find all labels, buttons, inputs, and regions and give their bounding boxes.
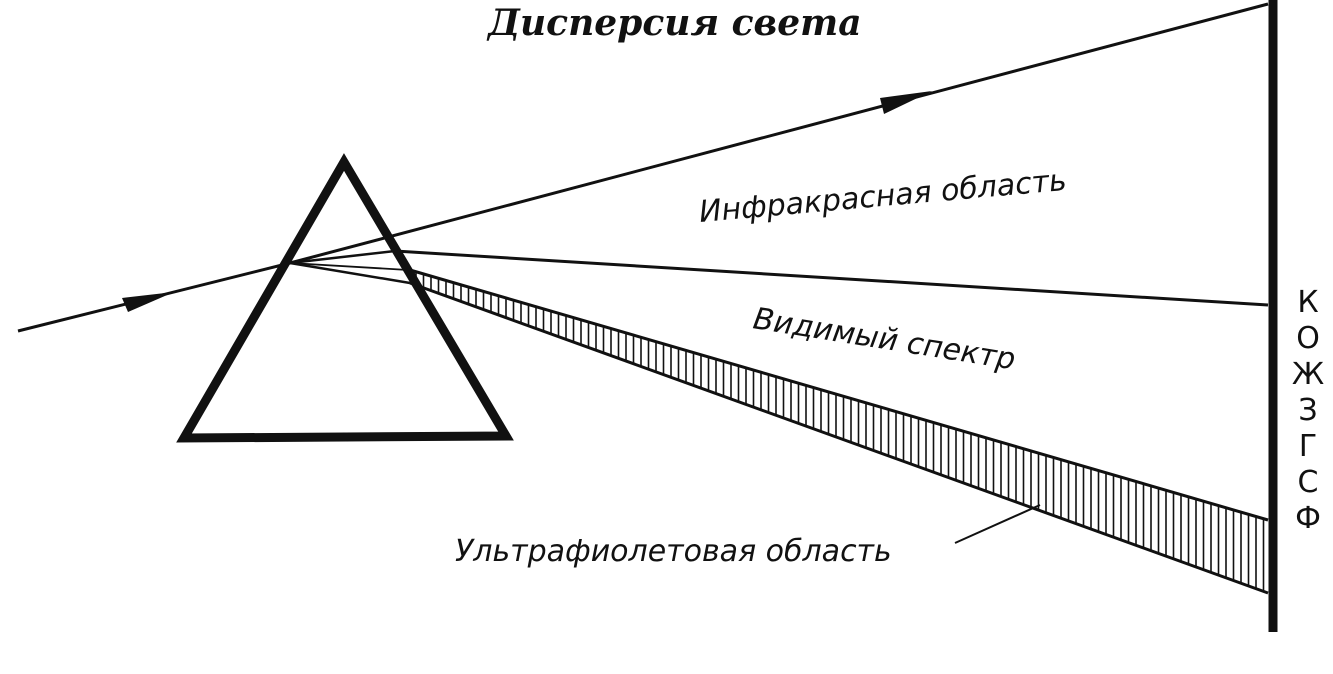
red-ray-inside-prism (289, 249, 396, 265)
spectrum-letter-blue: С (1298, 465, 1319, 500)
mid-ray-inside-prism (289, 262, 409, 271)
label-visible-spectrum: Видимый спектр (751, 301, 1018, 377)
diagram-title: Дисперсия света (486, 2, 862, 44)
label-ultraviolet-region: Ультрафиолетовая область (455, 534, 892, 569)
spectrum-letters: К О Ж З Г С Ф (1292, 285, 1324, 536)
incident-ray-arrow (122, 292, 174, 312)
ultraviolet-outer-ray (409, 281, 1269, 595)
prism (176, 153, 514, 443)
spectrum-letter-violet: Ф (1295, 501, 1321, 536)
spectrum-letter-green: З (1298, 393, 1317, 428)
visible-violet-boundary-ray (409, 268, 1269, 522)
spectrum-letter-yellow: Ж (1292, 357, 1324, 392)
infrared-ray-arrow (880, 91, 932, 114)
spectrum-letter-light-blue: Г (1299, 429, 1317, 464)
label-infrared-region: Инфракрасная область (698, 163, 1068, 230)
infrared-ray (289, 2, 1269, 265)
ultraviolet-hatching (415, 271, 1265, 592)
spectrum-letter-orange: О (1296, 321, 1320, 356)
spectrum-letter-red: К (1297, 285, 1318, 320)
ultraviolet-leader-line (954, 504, 1041, 544)
visible-red-boundary-ray (394, 249, 1269, 307)
violet-ray-inside-prism (289, 261, 411, 285)
